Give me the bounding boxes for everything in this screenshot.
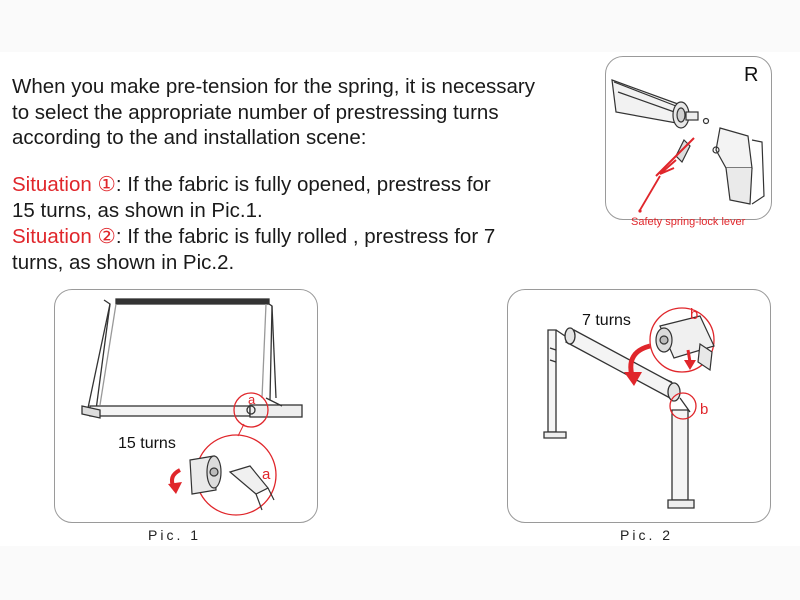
spring-lock-illustration — [611, 79, 765, 205]
top-band — [0, 0, 800, 52]
pic2-turns-label: 7 turns — [582, 312, 631, 329]
pic1-frame-illustration — [81, 298, 303, 419]
pic2-marker-side: b — [700, 401, 709, 418]
situation-1-label: Situation ① — [12, 173, 116, 196]
situation-2-label: Situation ② — [12, 225, 116, 248]
pic2-small-highlight-circle — [669, 392, 697, 420]
detail-r-caption: Safety spring-lock lever — [631, 216, 746, 228]
pic1-zoom-illustration — [189, 455, 275, 511]
pic2-zoom-illustration — [655, 315, 715, 372]
bottom-band — [0, 546, 800, 600]
pic2-zoom-arrow-head — [684, 360, 696, 370]
pic2-rotation-arrow-head — [624, 372, 642, 386]
intro-line-3: according to the and installation scene: — [12, 126, 367, 149]
situation-2: Situation ②: If the fabric is fully roll… — [12, 224, 552, 276]
situation-2-text-2: turns, as shown in Pic.2. — [12, 251, 235, 274]
situation-2-text-1: : If the fabric is fully rolled , prestr… — [115, 225, 496, 248]
pic1-marker-large: a — [262, 466, 271, 483]
situation-1-text-1: : If the fabric is fully opened, prestre… — [115, 173, 491, 196]
situation-1-text-2: 15 turns, as shown in Pic.1. — [12, 199, 263, 222]
detail-r-letter: R — [744, 64, 759, 86]
intro-paragraph: When you make pre-tension for the spring… — [12, 74, 582, 151]
spring-lock-leader-line — [639, 175, 661, 211]
pic1-marker-small: a — [248, 392, 256, 407]
situation-1: Situation ①: If the fabric is fully open… — [12, 172, 552, 224]
pic1-small-highlight-circle — [233, 392, 269, 428]
pic1-turns-label: 15 turns — [118, 435, 176, 452]
pic1-rotation-arrow-head — [168, 482, 182, 494]
pic1-zoom-connector — [237, 423, 245, 437]
pic2-frame-illustration — [543, 327, 695, 509]
spring-lock-leader-dot — [638, 209, 642, 213]
spring-lock-arrow-head — [659, 159, 677, 175]
spring-lock-arrow-stem — [655, 137, 695, 177]
intro-line-2: to select the appropriate number of pres… — [12, 100, 499, 124]
pic1-caption: Pic. 1 — [148, 527, 202, 543]
pic2-marker-top: b — [690, 306, 699, 323]
pic2-zoom-circle — [649, 307, 715, 373]
pic2-caption: Pic. 2 — [620, 527, 674, 543]
intro-line-1: When you make pre-tension for the spring… — [12, 75, 535, 98]
